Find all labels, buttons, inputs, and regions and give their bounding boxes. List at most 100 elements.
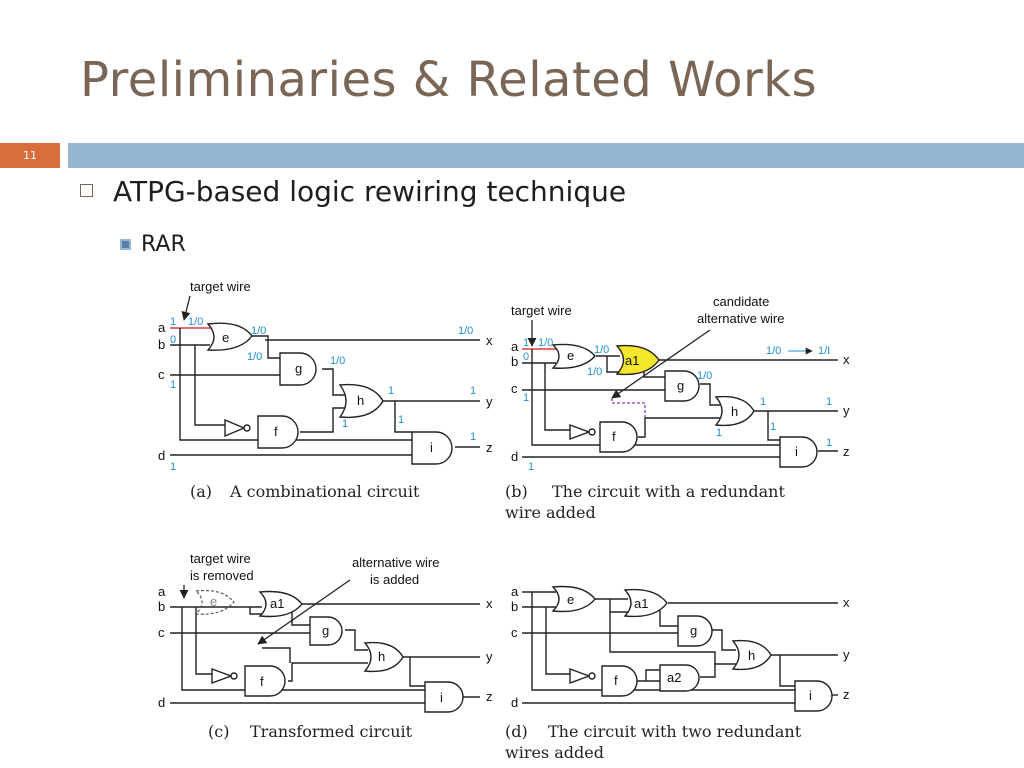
figure-a-value: 1 [170, 461, 176, 473]
figure-c-annotation2-line2: is added [370, 572, 419, 587]
slide-number: 11 [0, 143, 60, 168]
figure-a-value: 1 [398, 414, 404, 426]
figure-b-gate-g: g [677, 378, 684, 393]
figure-a-input-b: b [158, 337, 165, 352]
figure-a-value: 1 [470, 385, 476, 397]
header-bar [68, 143, 1024, 168]
figure-b-value: 1 [760, 396, 766, 408]
figure-b-gate-e: e [567, 348, 574, 363]
figure-d-gate-a1: a1 [634, 596, 648, 611]
figure-c: target wire is removed alternative wire … [158, 551, 493, 741]
figure-b: target wire candidate alternative wire a… [505, 294, 850, 522]
figure-c-input-c: c [158, 625, 165, 640]
figure-b-caption-line2: wire added [505, 503, 596, 522]
figure-a-gate-g: g [295, 361, 302, 376]
figure-a-gate-h: h [357, 393, 364, 408]
bullet-level-1: ATPG-based logic rewiring technique [80, 175, 626, 208]
figure-c-gate-e-removed: e [210, 594, 217, 609]
figure-c-gate-i: i [440, 690, 443, 705]
figure-d-input-a: a [511, 584, 519, 599]
figure-b-output-y: y [843, 403, 850, 418]
figure-a-output-x: x [486, 333, 493, 348]
figure-b-value: 1/0 [697, 370, 712, 382]
figure-d: a b c d e a1 g h f [505, 584, 850, 762]
figure-b-output-z: z [843, 444, 850, 459]
figure-a: target wire a b c d e g h f i x [158, 279, 493, 501]
figure-b-annotation2-line2: alternative wire [697, 311, 784, 326]
figure-a-value: 1 [170, 379, 176, 391]
figure-d-input-c: c [511, 625, 518, 640]
figure-b-value: 1 [716, 427, 722, 439]
figure-d-gate-f: f [614, 673, 618, 688]
figure-c-caption: Transformed circuit [250, 722, 413, 741]
figure-a-value: 1 [170, 316, 176, 328]
figure-b-value: 1 [523, 392, 529, 404]
figure-b-annotation: target wire [511, 303, 572, 318]
figure-b-gate-a1: a1 [625, 353, 639, 368]
figure-b-value: 1/0 [587, 366, 602, 378]
figure-b-input-d: d [511, 449, 518, 464]
figure-b-output-x: x [843, 352, 850, 367]
figure-b-value: 1/I [818, 345, 830, 357]
figure-a-value: 0 [170, 334, 176, 346]
figure-b-value: 1 [770, 421, 776, 433]
figure-b-value: 1 [826, 437, 832, 449]
figure-a-value: 1/0 [330, 355, 345, 367]
figure-a-gate-i: i [430, 440, 433, 455]
figure-a-input-c: c [158, 367, 165, 382]
figure-b-value: 1 [528, 461, 534, 473]
figure-c-annotation-line2: is removed [190, 568, 254, 583]
figure-a-input-a: a [158, 320, 166, 335]
figure-a-output-z: z [486, 440, 493, 455]
figure-d-output-y: y [843, 647, 850, 662]
figure-b-value: 1 [523, 337, 529, 349]
figure-c-output-z: z [486, 689, 493, 704]
figure-b-input-a: a [511, 339, 519, 354]
bullet-level-2: RAR [120, 232, 186, 257]
figure-a-value: 1/0 [188, 316, 203, 328]
figure-a-value: 1/0 [458, 325, 473, 337]
figure-b-gate-f: f [612, 429, 616, 444]
figure-c-input-a: a [158, 584, 166, 599]
figure-c-output-y: y [486, 649, 493, 664]
figure-d-output-z: z [843, 687, 850, 702]
figure-a-value: 1/0 [251, 325, 266, 337]
figure-a-value: 1/0 [247, 351, 262, 363]
figure-c-input-d: d [158, 695, 165, 710]
figure-c-output-x: x [486, 596, 493, 611]
figure-a-gate-f: f [274, 424, 278, 439]
figure-c-gate-a1: a1 [270, 596, 284, 611]
figure-d-caption-line2: wires added [505, 743, 604, 762]
filled-square-bullet-icon [120, 239, 131, 250]
figure-c-gate-f: f [260, 674, 264, 689]
figure-a-value: 1 [388, 385, 394, 397]
figure-a-gate-e: e [222, 330, 229, 345]
figure-c-annotation2-line1: alternative wire [352, 555, 439, 570]
figure-c-gate-g: g [322, 623, 329, 638]
bullet-level-2-text: RAR [141, 232, 186, 257]
figure-a-value: 1 [470, 431, 476, 443]
figure-d-input-b: b [511, 599, 518, 614]
figure-c-annotation-line1: target wire [190, 551, 251, 566]
figure-a-annotation: target wire [190, 279, 251, 294]
hollow-square-bullet-icon [80, 184, 93, 197]
figure-d-gate-i: i [809, 688, 812, 703]
figure-d-gate-g: g [690, 623, 697, 638]
figure-b-gate-i: i [795, 444, 798, 459]
figure-b-input-c: c [511, 381, 518, 396]
figure-b-annotation2-line1: candidate [713, 294, 769, 309]
figure-b-gate-h: h [731, 404, 738, 419]
slide-title: Preliminaries & Related Works [80, 52, 818, 108]
figure-b-value: 1/0 [594, 344, 609, 356]
figure-b-caption-tag: (b) [505, 482, 528, 501]
figure-b-value: 1/0 [766, 345, 781, 357]
figure-b-value: 1/0 [538, 337, 553, 349]
figure-d-output-x: x [843, 595, 850, 610]
figure-d-gate-h: h [748, 648, 755, 663]
figure-d-caption-tag: (d) [505, 722, 528, 741]
figure-a-caption: A combinational circuit [229, 482, 420, 501]
figure-c-input-b: b [158, 599, 165, 614]
figure-b-input-b: b [511, 354, 518, 369]
figure-b-caption-line1: The circuit with a redundant [552, 482, 785, 501]
